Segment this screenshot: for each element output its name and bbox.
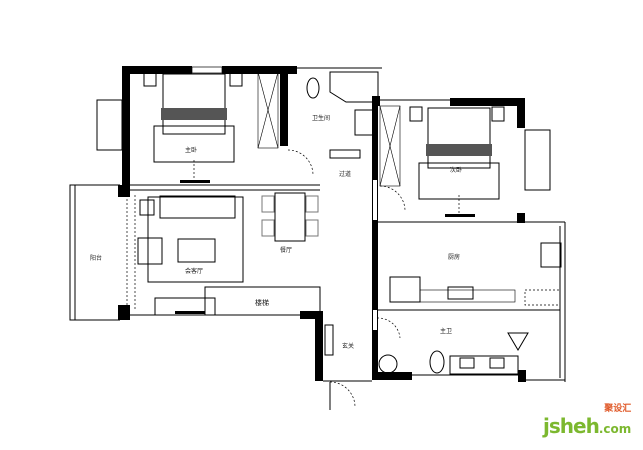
logo-cn: 聚设汇 <box>604 404 632 414</box>
logo-main: jsheh <box>543 414 600 438</box>
label-kitchen: 厨房 <box>448 253 460 261</box>
bathroom <box>306 71 401 187</box>
logo-wordmark: jsheh.com <box>543 415 631 440</box>
master-bath <box>378 332 529 375</box>
master-bedroom <box>143 71 314 183</box>
entrance-door <box>329 381 356 408</box>
kitchen <box>376 242 562 339</box>
label-dining-room: 餐厅 <box>280 246 292 254</box>
label-entrance: 玄关 <box>342 342 354 350</box>
logo-suffix: .com <box>598 422 632 436</box>
label-stairs: 楼梯 <box>255 298 269 307</box>
jsheh-logo: 聚设汇 jsheh.com <box>543 404 631 440</box>
label-master-bath: 主卫 <box>440 327 452 335</box>
label-master-bedroom: 主卧 <box>185 146 197 154</box>
label-west-balcony: 阳台 <box>90 254 102 262</box>
walls <box>69 66 566 382</box>
label-second-bedroom: 次卧 <box>450 166 462 174</box>
label-living-room: 会客厅 <box>185 267 203 275</box>
label-corridor: 过道 <box>339 170 351 178</box>
second-bedroom <box>379 106 505 217</box>
label-bathroom: 卫生间 <box>312 114 330 122</box>
living-dining <box>126 192 334 356</box>
